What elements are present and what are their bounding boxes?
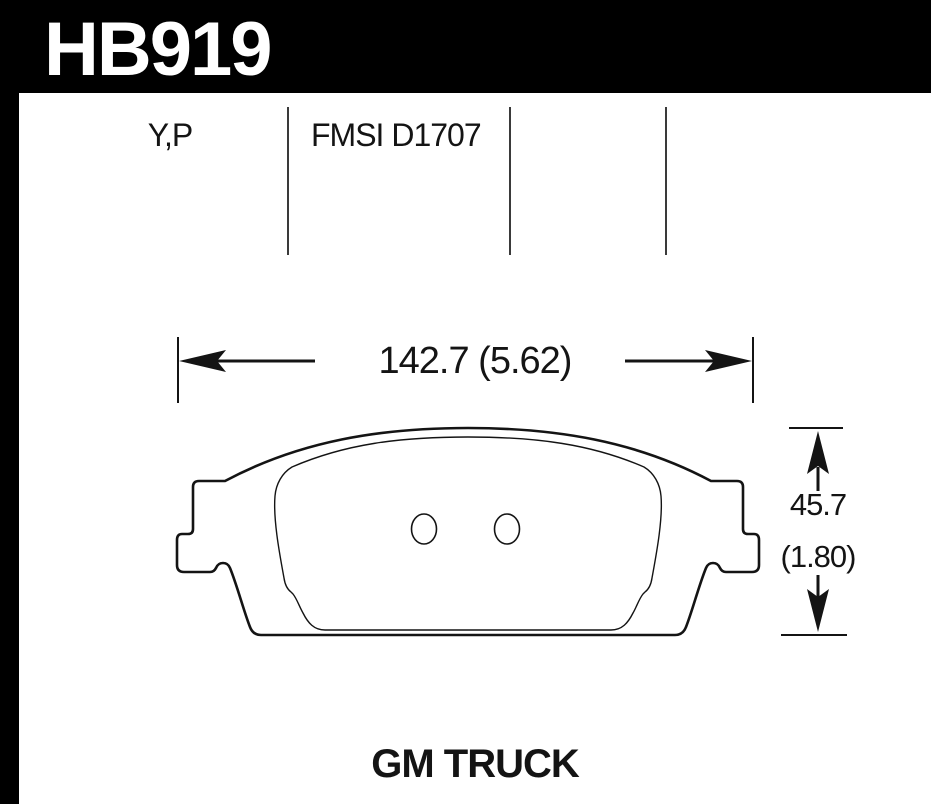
width-dim-right-arrowhead [705, 350, 752, 372]
height-dimension-secondary: (1.80) [780, 539, 857, 574]
compound-codes: Y,P [147, 117, 193, 153]
fmsi-number: FMSI D1707 [311, 117, 482, 153]
width-dimension [177, 337, 754, 403]
height-dimension-value: 45.7 [789, 487, 847, 522]
info-divider-line [287, 107, 289, 255]
header-bar [0, 0, 931, 93]
page-left-border [0, 0, 19, 804]
friction-material-outline [273, 436, 663, 631]
info-divider-line [665, 107, 667, 255]
backing-plate-outline [175, 426, 761, 637]
info-divider-line [509, 107, 511, 255]
width-dim-left-arrowhead [179, 350, 226, 372]
height-dimension [781, 427, 847, 636]
height-dim-up-arrowhead [807, 431, 829, 474]
part-number: HB919 [44, 7, 273, 92]
width-dimension-label: 142.7 (5.62) [378, 340, 573, 382]
vehicle-application: GM TRUCK [371, 742, 580, 786]
pad-hole-left [410, 513, 438, 545]
height-dim-down-arrowhead [807, 589, 829, 632]
pad-hole-right [493, 513, 521, 545]
